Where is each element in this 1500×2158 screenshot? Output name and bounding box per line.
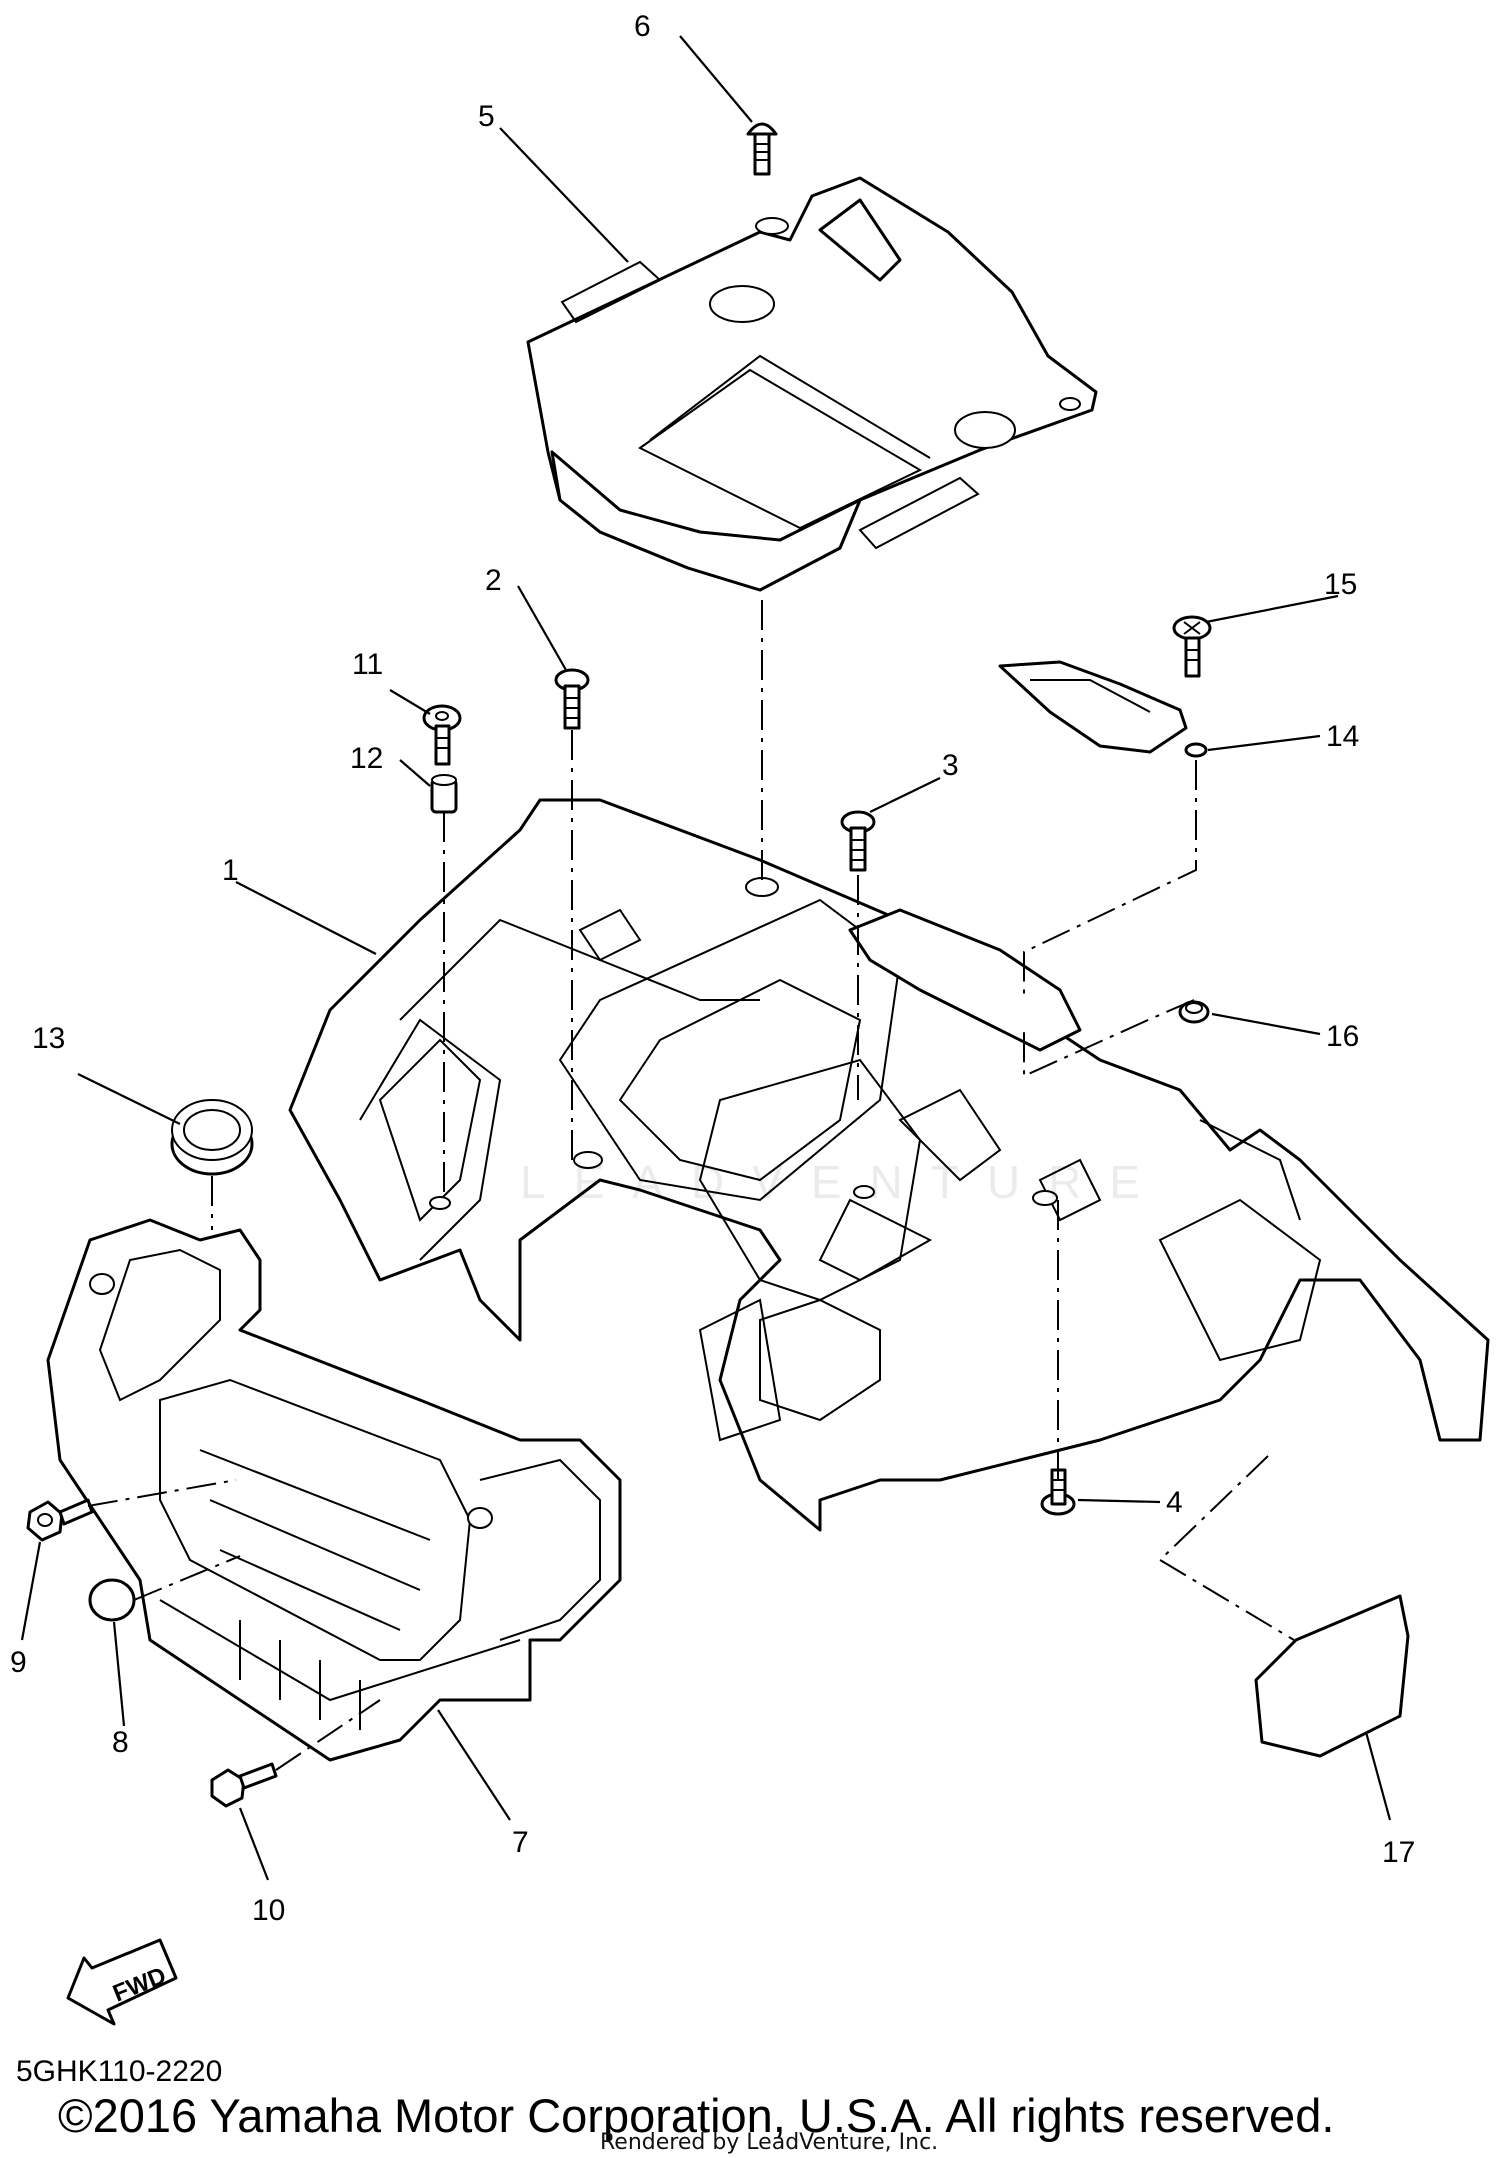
part-9-bolt [26, 1498, 94, 1542]
callout-9: 9 [10, 1646, 27, 1679]
watermark: LEADVENTURE [520, 1156, 1168, 1208]
callout-10: 10 [252, 1894, 285, 1927]
part-14-washer [1184, 742, 1208, 758]
fwd-arrow-icon: FWD [66, 1938, 178, 2026]
callout-7: 7 [512, 1826, 529, 1859]
part-bracket [848, 908, 1082, 1052]
rendered-by-credit: Rendered by LeadVenture, Inc. [600, 2130, 939, 2155]
part-6-bolt [746, 122, 778, 176]
leader-lines [20, 35, 1392, 1881]
part-16-nut [1178, 1000, 1210, 1024]
callout-2: 2 [485, 564, 502, 597]
part-3-bolt [840, 810, 876, 872]
callout-11: 11 [352, 648, 383, 681]
copyright-notice: ©2016 Yamaha Motor Corporation, U.S.A. A… [58, 2089, 1335, 2142]
callout-16: 16 [1326, 1020, 1359, 1053]
part-13-grommet [170, 1099, 254, 1176]
part-8-cap [88, 1578, 136, 1622]
drawing-code: 5GHK110-2220 [16, 2055, 223, 2088]
part-17-plate [1254, 1594, 1410, 1758]
callout-17: 17 [1382, 1836, 1415, 1869]
part-5-upper-cover [526, 176, 1098, 592]
part-2-bolt [554, 668, 590, 730]
part-15-screw [1172, 615, 1212, 678]
callout-14: 14 [1326, 720, 1359, 753]
callout-1: 1 [222, 854, 239, 887]
callout-13: 13 [32, 1022, 65, 1055]
assembly-lines [87, 600, 1295, 1771]
callout-6: 6 [634, 10, 651, 43]
callout-3: 3 [942, 749, 959, 782]
callout-15: 15 [1324, 568, 1357, 601]
part-11-screw [422, 704, 462, 766]
part-14-15-bracket [998, 660, 1188, 754]
callout-8: 8 [112, 1726, 129, 1759]
part-10-bolt [210, 1762, 278, 1808]
callout-4: 4 [1166, 1486, 1183, 1519]
part-12-collar [430, 774, 458, 814]
callout-labels: 1 2 3 4 5 6 7 8 9 10 11 12 13 14 15 16 1… [10, 10, 1415, 1927]
callout-5: 5 [478, 100, 495, 133]
callout-12: 12 [350, 742, 383, 775]
part-7-storage-box [46, 1218, 622, 1762]
